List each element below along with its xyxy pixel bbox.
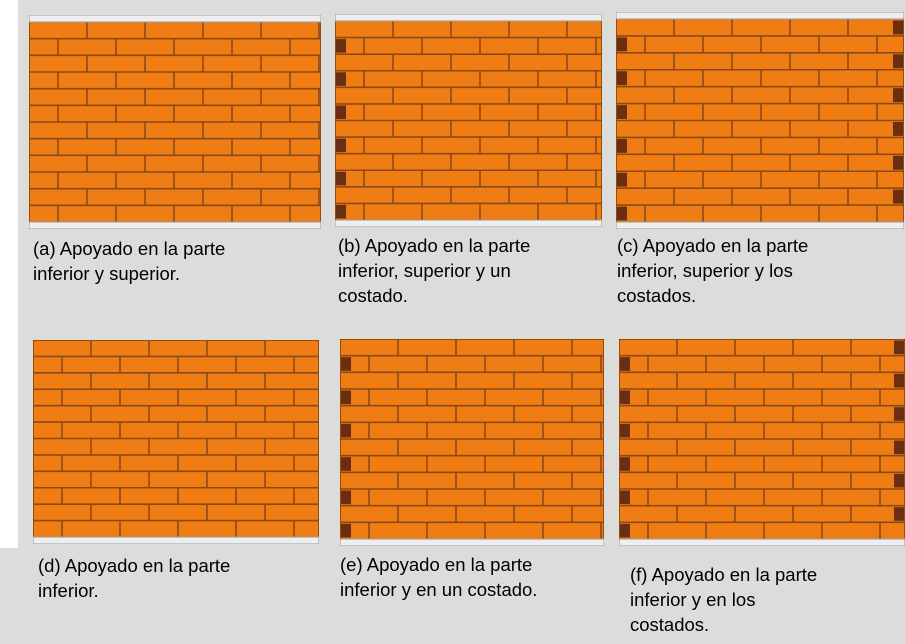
- left-side-support: [620, 457, 630, 471]
- left-side-support: [617, 105, 627, 119]
- caption-e: (e) Apoyado en la parte inferior y en un…: [340, 554, 538, 600]
- left-side-support: [341, 357, 351, 371]
- right-side-support: [893, 189, 903, 204]
- caption-a: (a) Apoyado en la parte inferior y super…: [33, 238, 226, 284]
- caption-d: (d) Apoyado en la parte inferior.: [38, 555, 231, 601]
- right-side-support: [894, 407, 904, 421]
- brick-wall-e-graphic: [340, 339, 604, 546]
- left-side-support: [336, 105, 346, 119]
- wall-panel-e: [340, 339, 604, 546]
- wall-panel-d: [33, 340, 319, 544]
- caption-f: (f) Apoyado en la parte inferior y en lo…: [630, 564, 818, 635]
- left-side-support: [336, 72, 346, 86]
- top-support: [29, 15, 321, 23]
- top-support: [616, 12, 904, 20]
- brick-wall-d-graphic: [33, 340, 319, 544]
- left-side-support: [620, 390, 630, 405]
- left-side-support: [620, 490, 630, 505]
- left-side-support: [341, 523, 351, 538]
- brick-wall-b-graphic: [335, 14, 602, 227]
- right-side-support: [893, 54, 903, 69]
- left-side-support: [617, 172, 627, 187]
- caption-b: (b) Apoyado en la parte inferior, superi…: [338, 235, 531, 306]
- bottom-support: [335, 219, 602, 227]
- wall-panel-c: [616, 12, 904, 229]
- right-side-support: [893, 155, 903, 170]
- bottom-support: [29, 221, 321, 229]
- bottom-support: [33, 536, 319, 544]
- bottom-support: [340, 538, 604, 546]
- left-side-support: [617, 71, 627, 86]
- right-side-support: [894, 440, 904, 455]
- right-side-support: [893, 88, 903, 103]
- left-side-support: [617, 206, 627, 221]
- left-side-support: [336, 171, 346, 186]
- top-support: [335, 14, 602, 22]
- caption-c: (c) Apoyado en la parte inferior, superi…: [617, 235, 809, 306]
- right-side-support: [894, 507, 904, 521]
- left-side-support: [336, 138, 346, 153]
- wall-panel-a: [29, 15, 321, 229]
- brick-wall-c-graphic: [616, 12, 904, 229]
- bottom-support: [619, 538, 905, 546]
- left-side-support: [336, 39, 346, 53]
- right-side-support: [894, 473, 904, 488]
- wall-panel-b: [335, 14, 602, 227]
- right-side-support: [893, 122, 903, 136]
- left-side-support: [617, 138, 627, 153]
- left-side-support: [617, 37, 627, 52]
- figure-background-bottom: [0, 548, 905, 644]
- left-side-support: [341, 457, 351, 471]
- left-side-support: [336, 204, 346, 219]
- right-side-support: [894, 340, 904, 355]
- brick-wall-f-graphic: [619, 339, 905, 546]
- right-side-support: [894, 373, 904, 388]
- left-side-support: [620, 523, 630, 538]
- left-side-support: [620, 357, 630, 371]
- bottom-support: [616, 221, 904, 229]
- right-side-support: [893, 20, 903, 35]
- wall-panel-f: [619, 339, 905, 546]
- left-side-support: [341, 423, 351, 438]
- brick-wall-a-graphic: [29, 15, 321, 229]
- left-side-support: [341, 490, 351, 505]
- left-side-support: [341, 390, 351, 405]
- left-side-support: [620, 423, 630, 438]
